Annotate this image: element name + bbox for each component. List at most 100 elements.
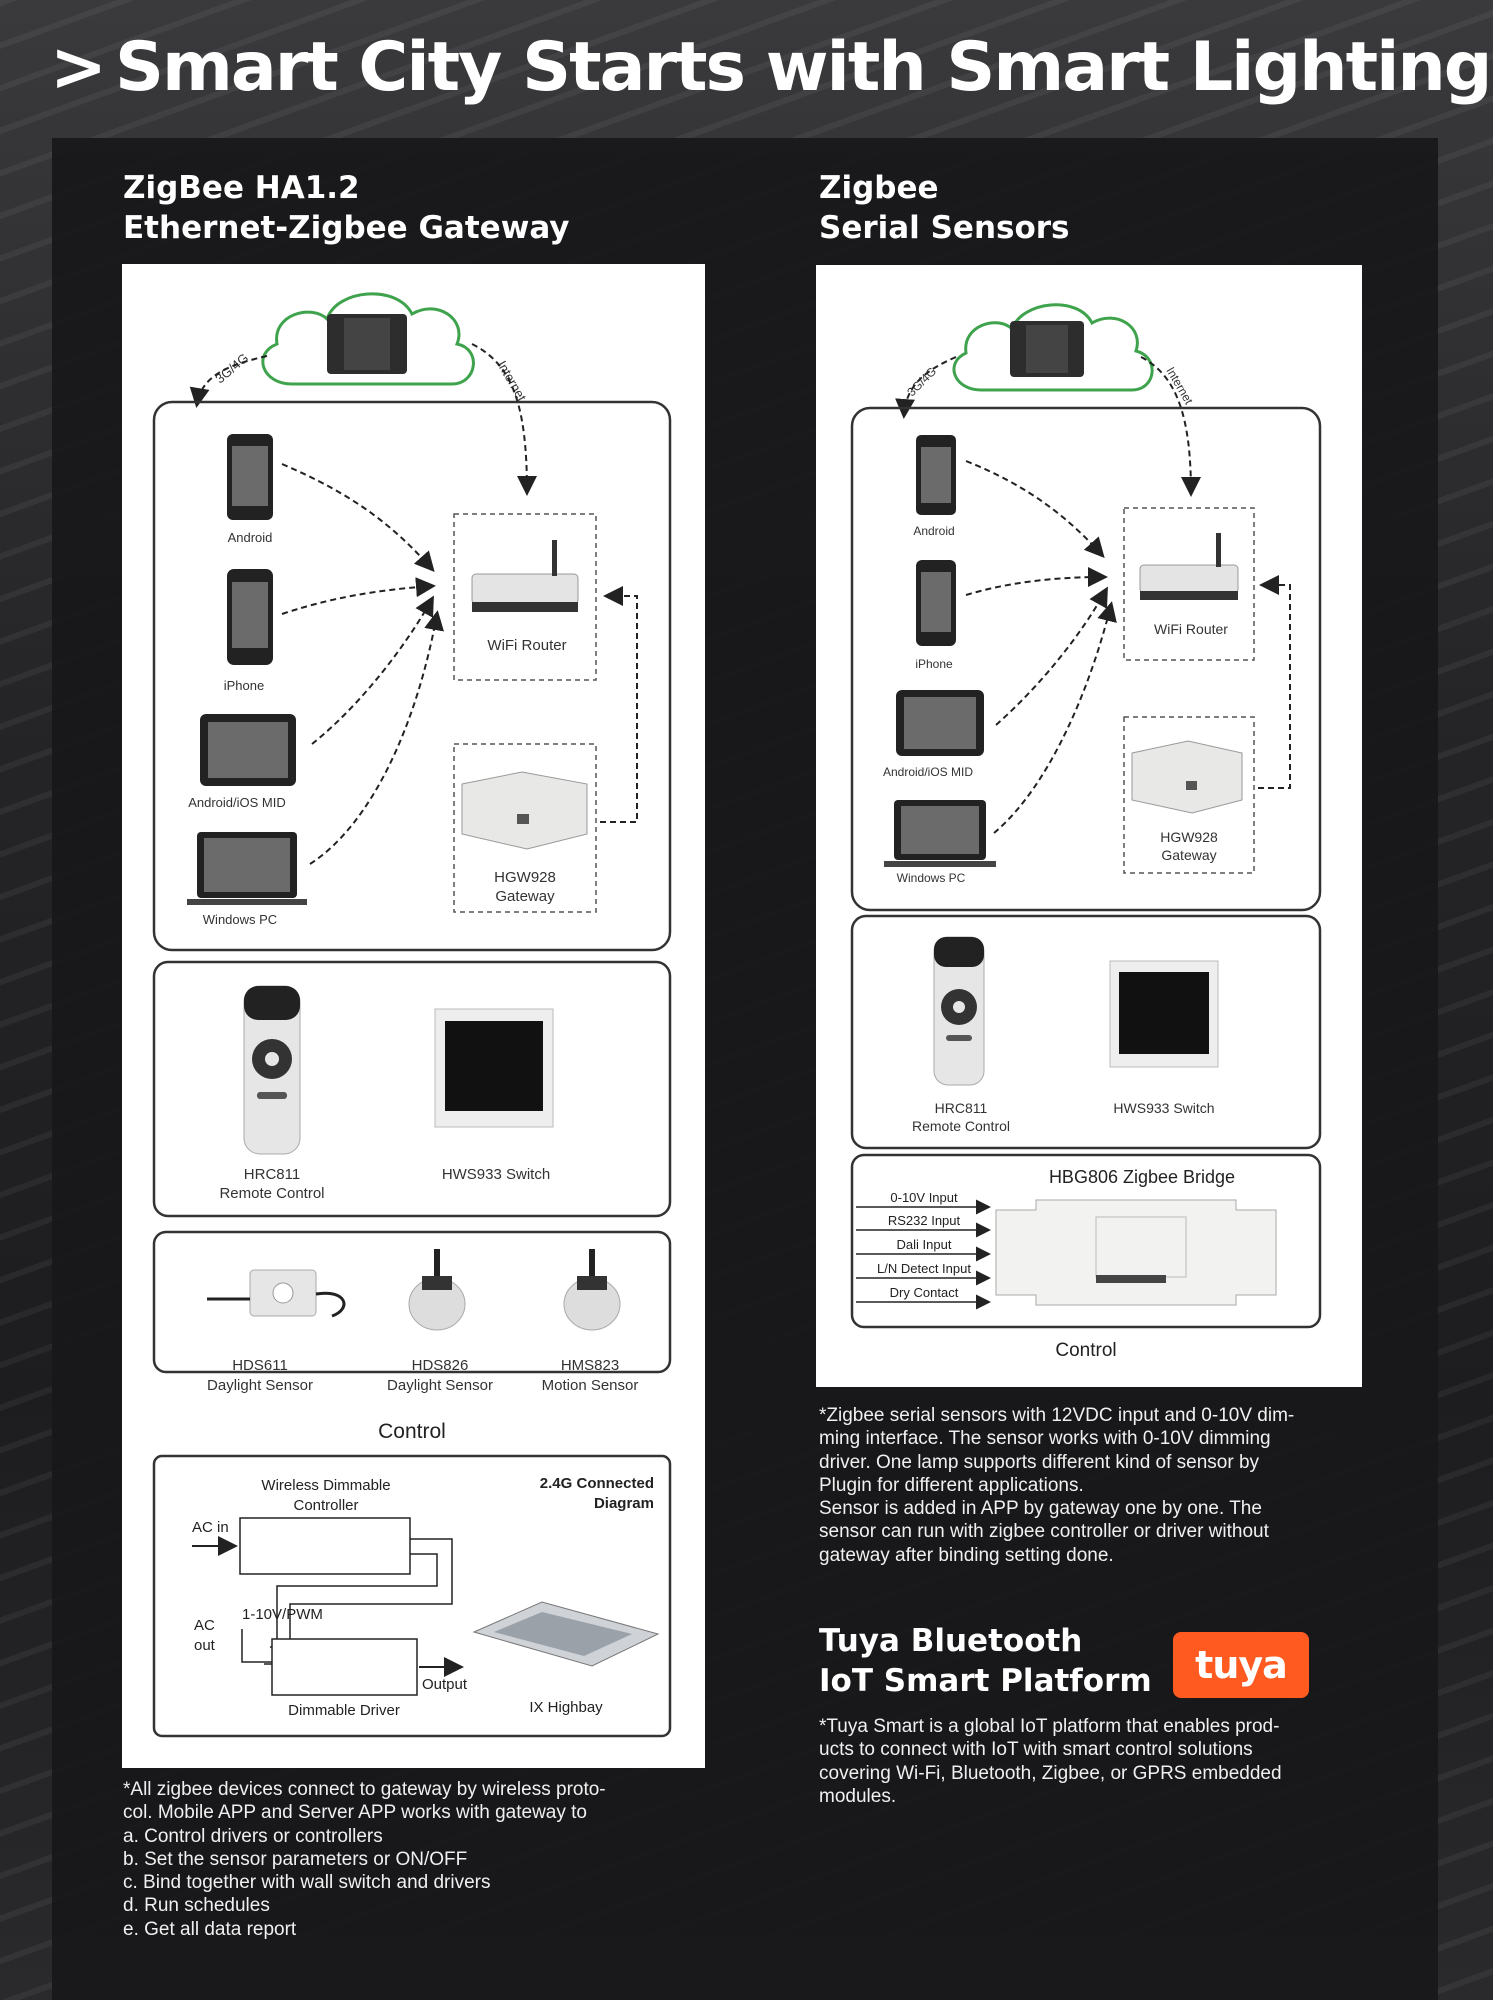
remote-switch-group <box>850 914 1322 1150</box>
gateway-box <box>1123 716 1255 874</box>
control-label: Control <box>378 1420 446 1443</box>
device-label-pc: Windows PC <box>203 912 277 927</box>
network-group <box>850 406 1322 912</box>
right-diagram-card: 3G/4G Internet Android iPhone Android/iO… <box>816 265 1362 1387</box>
switch-label: HWS933 Switch <box>1113 1100 1214 1116</box>
page-headline: >Smart City Starts with Smart Lighting <box>50 28 1492 107</box>
left-title-line1: ZigBee HA1.2 <box>123 170 360 206</box>
right-title-line2: Serial Sensors <box>819 210 1070 246</box>
ac-out-label-line1: AC <box>194 1617 215 1634</box>
controller-label-line1: Wireless Dimmable <box>261 1477 390 1494</box>
device-label-pc: Windows PC <box>897 871 966 885</box>
connected-diagram <box>152 1454 672 1738</box>
tuya-title-line2: IoT Smart Platform <box>819 1663 1152 1699</box>
left-diagram: 3G/4G Internet Android iPhone Android/iO… <box>152 292 672 1738</box>
output-label: Output <box>422 1676 468 1693</box>
left-section-title: ZigBee HA1.2 Ethernet-Zigbee Gateway <box>123 168 570 248</box>
bridge-title: HBG806 Zigbee Bridge <box>1049 1167 1235 1187</box>
router-box <box>1123 507 1255 661</box>
driver-block <box>271 1638 418 1696</box>
android-icon <box>227 434 273 520</box>
device-label-iphone: iPhone <box>224 678 264 693</box>
windows-pc-icon <box>187 832 307 905</box>
tuya-logo: tuya <box>1173 1632 1309 1698</box>
tuya-note: *Tuya Smart is a global IoT platform tha… <box>819 1716 1282 1807</box>
headline-text: Smart City Starts with Smart Lighting <box>114 28 1492 107</box>
link-3g-label: 3G/4G <box>212 350 251 386</box>
gateway-label-line2: Gateway <box>495 888 555 905</box>
gateway-icon <box>1131 740 1243 814</box>
connected-title-line1: 2.4G Connected <box>540 1475 654 1492</box>
daylight-sensor-hds826-icon <box>408 1249 466 1331</box>
sensor-label-2-line1: HDS826 <box>412 1357 469 1374</box>
motion-sensor-icon <box>563 1249 621 1331</box>
remote-label-line1: HRC811 <box>935 1100 988 1116</box>
right-diagram: 3G/4G Internet Android iPhone Android/iO… <box>850 303 1322 1361</box>
remote-control-icon <box>933 936 985 1086</box>
ac-in-label: AC in <box>192 1519 229 1536</box>
right-title-line1: Zigbee <box>819 170 939 206</box>
link-internet-label: Internet <box>1163 365 1196 408</box>
gateway-label-line1: HGW928 <box>494 869 556 886</box>
router-label: WiFi Router <box>487 637 566 654</box>
remote-label-line2: Remote Control <box>912 1118 1010 1134</box>
iphone-icon <box>227 569 273 665</box>
device-label-android: Android <box>228 530 273 545</box>
remote-control-icon <box>243 985 301 1155</box>
control-label: Control <box>1055 1340 1116 1361</box>
device-label-android: Android <box>913 524 954 538</box>
device-label-iphone: iPhone <box>915 657 953 671</box>
android-icon <box>916 435 956 515</box>
wall-switch-icon <box>434 1008 554 1128</box>
bridge-input-label: Dry Contact <box>890 1285 959 1300</box>
wifi-router-icon <box>1139 533 1239 600</box>
sensor-label-3-line1: HMS823 <box>561 1357 619 1374</box>
tuya-title-line1: Tuya Bluetooth <box>819 1623 1083 1659</box>
driver-label: Dimmable Driver <box>288 1702 400 1719</box>
iphone-icon <box>916 560 956 646</box>
sensor-label-3-line2: Motion Sensor <box>542 1377 639 1394</box>
sensor-group <box>152 1230 672 1374</box>
connected-title-line2: Diagram <box>594 1495 654 1512</box>
controller-block <box>239 1517 411 1575</box>
right-section-title: Zigbee Serial Sensors <box>819 168 1070 248</box>
daylight-sensor-hds611-icon <box>207 1269 346 1318</box>
network-group <box>152 400 672 952</box>
left-note: *All zigbee devices connect to gateway b… <box>123 1779 606 1940</box>
device-label-mid: Android/iOS MID <box>188 795 286 810</box>
bridge-input-label: RS232 Input <box>888 1213 961 1228</box>
signal-label: 1-10V/PWM <box>242 1606 323 1623</box>
bridge-group <box>850 1153 1322 1329</box>
wifi-router-icon <box>471 540 579 612</box>
highbay-label: IX Highbay <box>529 1699 603 1716</box>
sensor-label-1-line1: HDS611 <box>232 1357 288 1374</box>
cloud-icon <box>261 292 475 386</box>
right-note: *Zigbee serial sensors with 12VDC input … <box>819 1405 1295 1566</box>
tablet-icon <box>200 714 296 786</box>
ac-out-label-line2: out <box>194 1637 216 1654</box>
gateway-box <box>453 743 597 913</box>
switch-label: HWS933 Switch <box>442 1166 550 1183</box>
gateway-label-line1: HGW928 <box>1160 829 1218 845</box>
tuya-section-title: Tuya Bluetooth IoT Smart Platform <box>819 1621 1152 1701</box>
bridge-input-label: Dali Input <box>897 1237 952 1252</box>
wall-switch-icon <box>1109 960 1219 1068</box>
windows-pc-icon <box>884 800 996 867</box>
bridge-input-label: 0-10V Input <box>890 1190 958 1205</box>
sensor-label-1-line2: Daylight Sensor <box>207 1377 313 1394</box>
controller-label-line2: Controller <box>293 1497 358 1514</box>
headline-arrow: > <box>50 28 107 107</box>
router-label: WiFi Router <box>1154 621 1228 637</box>
device-label-mid: Android/iOS MID <box>883 765 973 779</box>
cloud-icon <box>952 303 1154 392</box>
tablet-icon <box>896 690 984 756</box>
bridge-inputs: 0-10V Input RS232 Input Dali Input L/N D… <box>856 1190 991 1310</box>
router-box <box>453 513 597 681</box>
gateway-label-line2: Gateway <box>1161 847 1216 863</box>
zigbee-bridge-icon <box>995 1199 1277 1306</box>
sensor-label-2-line2: Daylight Sensor <box>387 1377 493 1394</box>
highbay-lamp-icon <box>472 1601 660 1667</box>
left-diagram-card: 3G/4G Internet Android iPhone Android/iO… <box>122 264 705 1768</box>
remote-switch-group <box>152 960 672 1218</box>
gateway-icon <box>461 771 588 850</box>
